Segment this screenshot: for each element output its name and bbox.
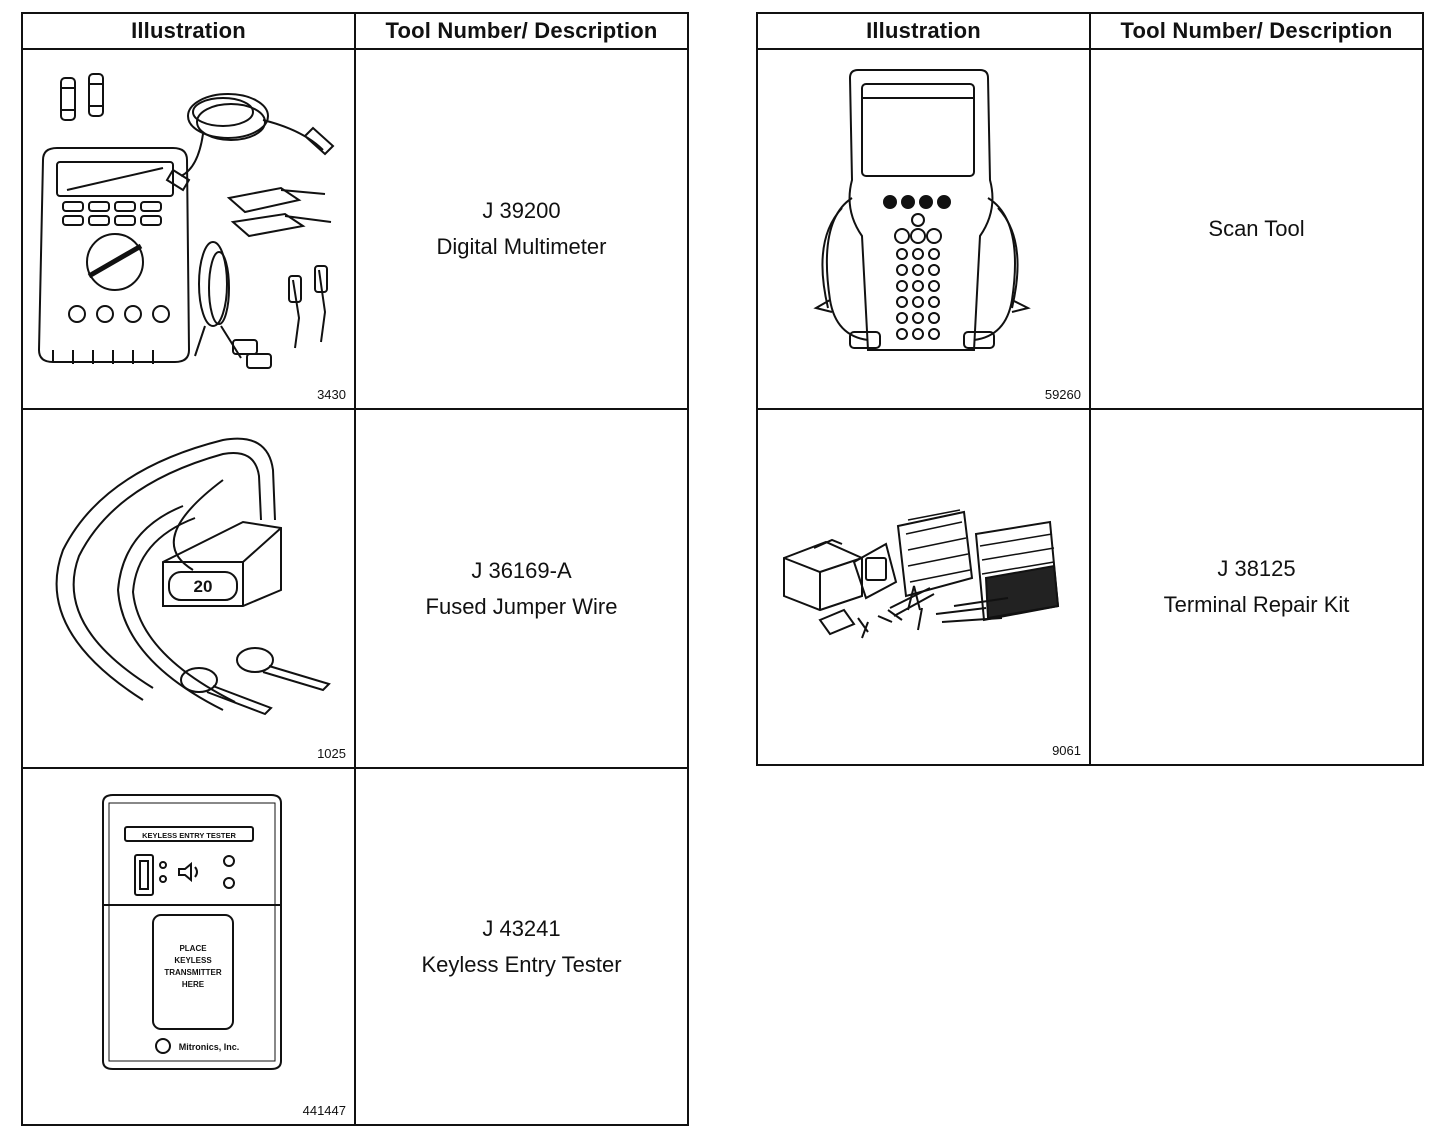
tool-name: Keyless Entry Tester: [421, 951, 622, 977]
device-text-line: TRANSMITTER: [164, 968, 222, 977]
device-title: KEYLESS ENTRY TESTER: [142, 831, 236, 840]
header-tool-description: Tool Number/ Description: [385, 18, 658, 43]
header-illustration: Illustration: [131, 18, 246, 43]
table-row: 20 1025 J 36169-A Fused Jumper Wire: [23, 408, 687, 767]
scan-tool-icon: 59260: [758, 50, 1089, 408]
tools-table-right: Illustration Tool Number/ Description: [756, 12, 1424, 766]
tool-name: Scan Tool: [1208, 216, 1305, 241]
tool-description: J 43241 Keyless Entry Tester: [356, 769, 687, 1124]
tool-description: Scan Tool: [1091, 50, 1422, 408]
figure-number: 9061: [1052, 743, 1081, 758]
device-text-line: HERE: [182, 980, 205, 989]
tool-number: J 38125: [1217, 556, 1296, 581]
tool-number: J 43241: [482, 915, 561, 941]
column-divider: [354, 14, 356, 1124]
tool-description: J 39200 Digital Multimeter: [356, 50, 687, 408]
figure-number: 1025: [317, 746, 346, 761]
figure-number: 3430: [317, 387, 346, 402]
tool-name: Fused Jumper Wire: [425, 593, 618, 619]
header-illustration: Illustration: [866, 18, 981, 43]
terminal-repair-kit-icon: 9061: [758, 410, 1089, 764]
tool-description: J 36169-A Fused Jumper Wire: [356, 410, 687, 767]
table-row: 3430 J 39200 Digital Multimeter: [23, 50, 687, 408]
figure-number: 441447: [302, 1103, 346, 1118]
tool-number: J 39200: [482, 198, 561, 223]
digital-multimeter-icon: 3430: [23, 50, 354, 408]
device-brand: Mitronics, Inc.: [179, 1042, 240, 1052]
tool-name: Digital Multimeter: [436, 234, 607, 259]
tool-name: Terminal Repair Kit: [1163, 592, 1350, 617]
tools-table-left: Illustration Tool Number/ Description: [21, 12, 689, 1126]
tool-number: J 36169-A: [471, 557, 572, 583]
device-text-line: KEYLESS: [174, 956, 212, 965]
column-divider: [1089, 14, 1091, 764]
fuse-label: 20: [194, 577, 213, 596]
keyless-entry-tester-icon: KEYLESS ENTRY TESTER PLACE KEYLESS TRANS…: [23, 769, 354, 1124]
figure-number: 59260: [1044, 387, 1081, 402]
device-text-line: PLACE: [179, 944, 207, 953]
header-tool-description: Tool Number/ Description: [1120, 18, 1393, 43]
fused-jumper-wire-icon: 20 1025: [23, 410, 354, 767]
table-row: 59260 Scan Tool: [758, 50, 1422, 408]
tool-description: J 38125 Terminal Repair Kit: [1091, 410, 1422, 764]
